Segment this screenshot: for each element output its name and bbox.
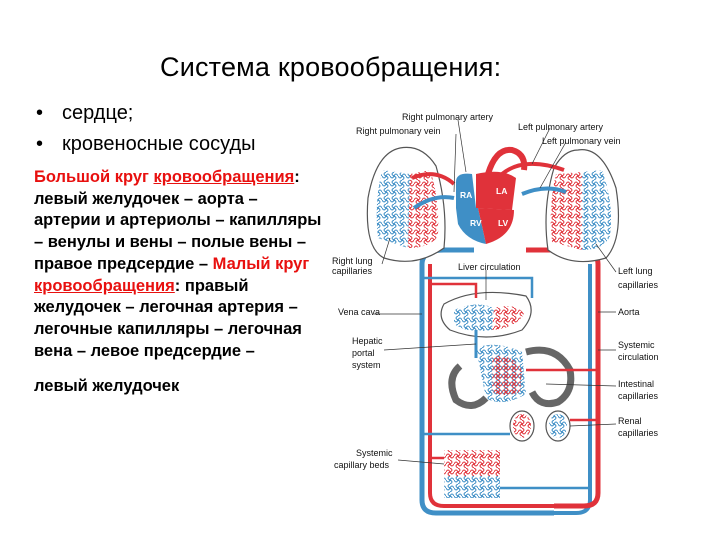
systemic-artery-left xyxy=(428,264,554,508)
circulatory-system-diagram: RA LA RV LV xyxy=(332,112,659,516)
slide-title: Система кровообращения: xyxy=(160,52,502,82)
bullet-text: кровеносные сосуды xyxy=(62,133,256,155)
chamber-label-rv: RV xyxy=(470,218,482,228)
bullet-marker: • xyxy=(36,102,44,124)
label-systemic-1: Systemic xyxy=(618,340,655,350)
left-pulmonary-artery-vessel xyxy=(500,161,565,176)
label-left-pulmonary-vein: Left pulmonary vein xyxy=(542,136,621,146)
right-atrium xyxy=(456,173,476,208)
label-systemic-beds-2: capillary beds xyxy=(334,460,390,470)
big-circle-path: : левый желудочек – аорта – артерии и ар… xyxy=(34,168,322,273)
label-hepatic-2: portal xyxy=(352,348,375,358)
vena-cava-vessel xyxy=(419,264,554,516)
aortic-arch xyxy=(485,146,528,175)
leader-left-lung xyxy=(595,243,617,273)
renal-capillaries-left xyxy=(513,414,531,438)
left-atrium xyxy=(476,171,516,210)
small-circle-title-line2: кровообращения xyxy=(34,276,175,295)
chamber-label-la: LA xyxy=(496,186,507,196)
left-lung-arterial-capillaries xyxy=(550,172,582,250)
right-pulmonary-artery-vessel xyxy=(411,172,456,186)
leader-right-lung xyxy=(381,237,391,265)
right-lung-venous-capillaries xyxy=(376,170,410,248)
label-systemic-beds-1: Systemic xyxy=(356,448,393,458)
small-circle-path: : правый желудочек – легочная артерия – … xyxy=(34,276,302,360)
label-hepatic-3: system xyxy=(352,360,381,370)
kidneys xyxy=(422,410,598,442)
heart: RA LA RV LV xyxy=(456,171,516,244)
systemic-capillary-bed-arterial xyxy=(444,450,500,476)
aorta-vessel xyxy=(554,264,601,509)
big-circle-title: Большой круг кровообращения xyxy=(34,168,294,186)
leader-renal xyxy=(569,423,617,427)
intestine-loop-1 xyxy=(448,363,489,409)
label-intestinal-2: capillaries xyxy=(618,391,659,401)
label-renal-1: Renal xyxy=(618,416,642,426)
left-ventricle xyxy=(478,208,514,244)
leader-left-pulmonary-artery xyxy=(531,127,551,165)
bullet-item-heart: • сердце; xyxy=(36,98,256,129)
hepatic-vein xyxy=(422,276,534,298)
label-systemic-2: circulation xyxy=(618,352,659,362)
right-lung xyxy=(366,146,446,262)
left-lung-venous-capillaries xyxy=(582,170,611,250)
label-left-lung-1: Left lung xyxy=(618,266,653,276)
intestine-loop-2 xyxy=(525,346,575,408)
label-intestinal-1: Intestinal xyxy=(618,379,654,389)
label-left-lung-2: capillaries xyxy=(618,280,659,290)
right-ventricle xyxy=(456,208,486,244)
label-aorta: Aorta xyxy=(618,307,640,317)
chamber-label-ra: RA xyxy=(460,190,472,200)
label-right-lung-2: capillaries xyxy=(332,266,373,276)
right-lung-arterial-capillaries xyxy=(408,170,439,248)
label-left-pulmonary-artery: Left pulmonary artery xyxy=(518,122,604,132)
pulmonary-vessels xyxy=(411,146,567,210)
label-renal-2: capillaries xyxy=(618,428,659,438)
leader-systemic-beds xyxy=(397,459,445,465)
label-vena-cava: Vena cava xyxy=(338,307,380,317)
liver xyxy=(422,276,534,338)
intestinal-arterial-capillaries xyxy=(492,355,522,395)
label-hepatic-1: Hepatic xyxy=(352,336,383,346)
bullet-item-vessels: • кровеносные сосуды xyxy=(36,129,256,160)
leader-right-pulmonary-artery xyxy=(457,119,467,173)
systemic-vein-right xyxy=(554,264,592,515)
leader-right-pulmonary-vein xyxy=(453,133,457,193)
systemic-capillary-beds xyxy=(430,450,590,498)
bullet-marker: • xyxy=(36,133,44,155)
leader-lines xyxy=(374,119,617,465)
leader-intestinal xyxy=(545,383,617,387)
liver-arterial-network xyxy=(492,306,524,330)
chamber-label-lv: LV xyxy=(498,218,509,228)
right-pulmonary-vein-vessel xyxy=(412,195,455,210)
renal-capillaries-right xyxy=(549,414,567,438)
leader-left-pulmonary-vein xyxy=(539,141,567,189)
left-pulmonary-vein-vessel xyxy=(521,186,567,196)
bullet-text: сердце; xyxy=(62,102,134,124)
circulation-description: Большой круг кровообращения: левый желуд… xyxy=(34,167,324,398)
leader-hepatic xyxy=(383,343,477,351)
label-right-lung-1: Right lung xyxy=(332,256,373,266)
big-circle-title-line1: Большой круг xyxy=(34,168,149,186)
label-right-pulmonary-vein: Right pulmonary vein xyxy=(356,126,441,136)
small-circle-title-line1: Малый круг xyxy=(212,254,310,273)
liver-venous-network xyxy=(454,304,494,332)
small-circle-title: Малый круг кровообращения xyxy=(34,255,309,295)
systemic-capillary-bed-venous xyxy=(444,476,500,498)
label-liver-circulation: Liver circulation xyxy=(458,262,521,272)
intestines xyxy=(448,330,598,409)
bullet-list: • сердце; • кровеносные сосуды xyxy=(36,98,256,160)
label-right-pulmonary-artery: Right pulmonary artery xyxy=(402,112,494,122)
hepatic-artery xyxy=(430,282,478,298)
description-ending: левый желудочек xyxy=(34,377,180,396)
diagram-labels: Right pulmonary artery Right pulmonary v… xyxy=(332,112,659,470)
big-circle-title-line2: кровообращения xyxy=(153,168,295,186)
